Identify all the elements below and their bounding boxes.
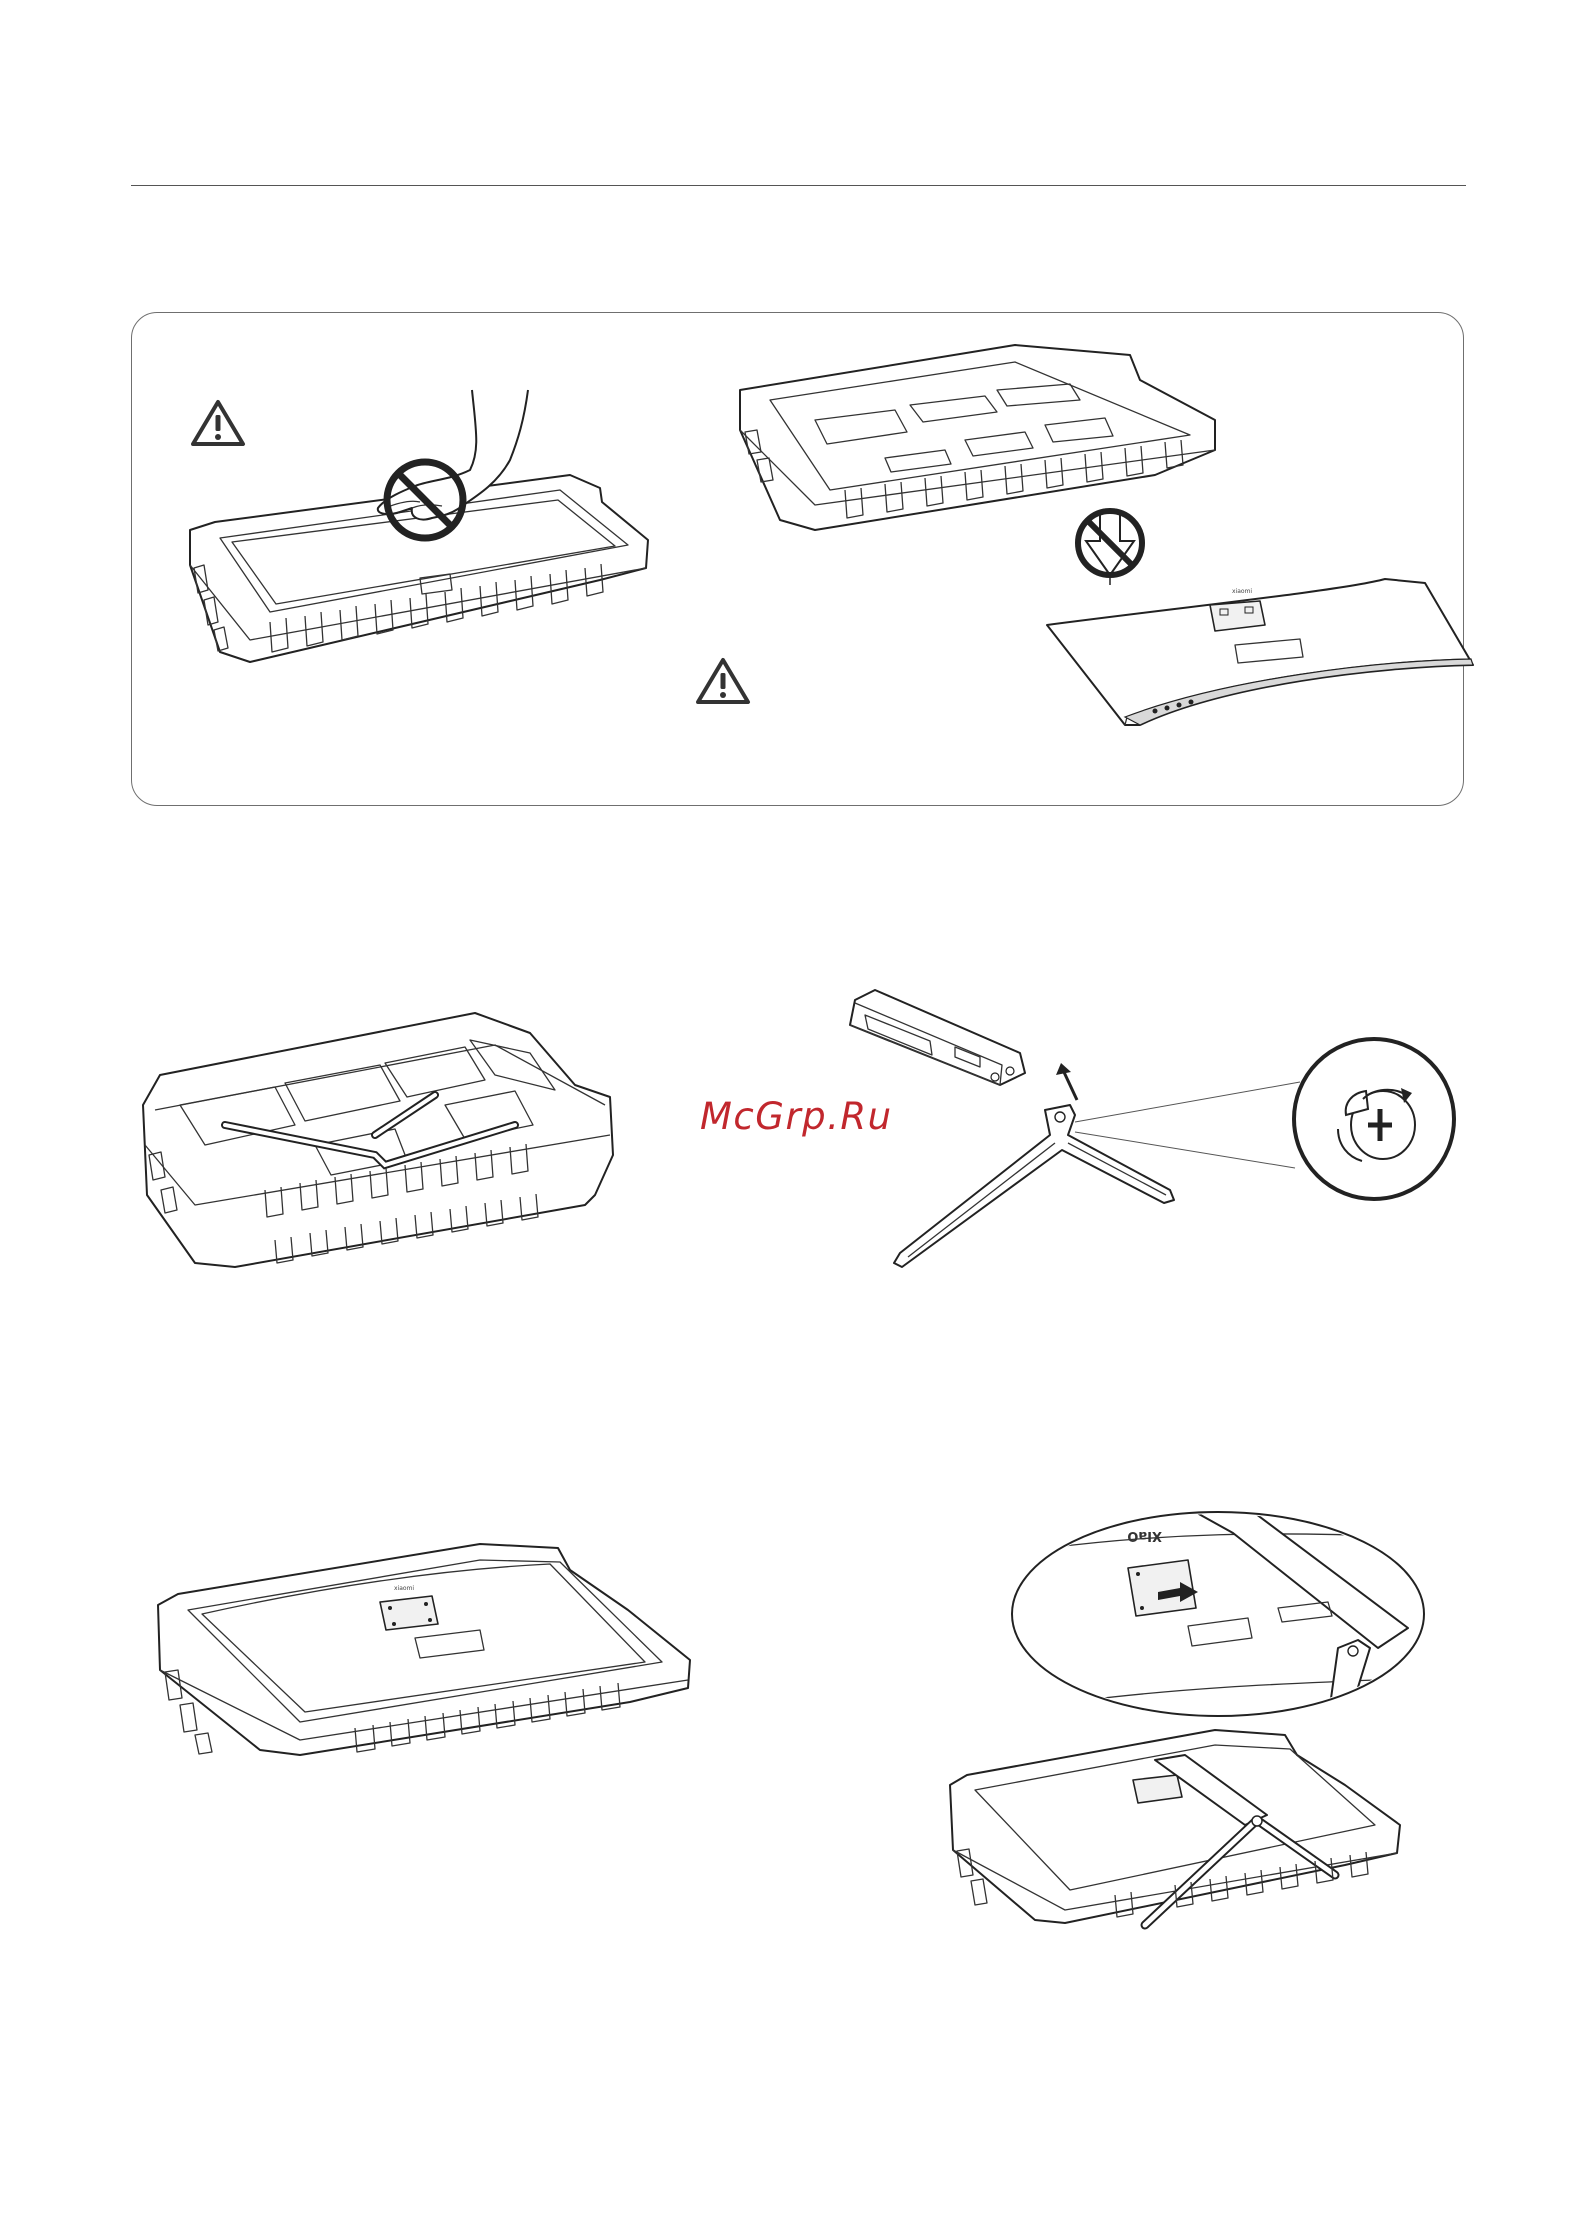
screw-callout bbox=[1288, 1033, 1460, 1205]
monitor-back-illustration: xiaomi bbox=[1045, 575, 1475, 735]
monitor-back-logo-2: xiaomi bbox=[394, 1585, 414, 1592]
foam-stack-illustration bbox=[135, 1005, 625, 1275]
watermark: McGrp.Ru bbox=[700, 1095, 893, 1138]
monitor-back-logo: xiaomi bbox=[1232, 588, 1252, 595]
callout-logo: XIaO bbox=[1127, 1528, 1162, 1543]
warning-triangle-icon bbox=[695, 656, 751, 706]
mount-callout-illustration: XIaO bbox=[1008, 1508, 1428, 1720]
foam-tray-hand-illustration bbox=[180, 390, 660, 670]
header-rule bbox=[131, 185, 1466, 186]
stand-attached-illustration bbox=[945, 1725, 1405, 1930]
callout-lines bbox=[1075, 1080, 1305, 1170]
foam-lid-illustration bbox=[735, 340, 1225, 540]
monitor-in-foam-illustration: xiaomi bbox=[150, 1530, 695, 1760]
